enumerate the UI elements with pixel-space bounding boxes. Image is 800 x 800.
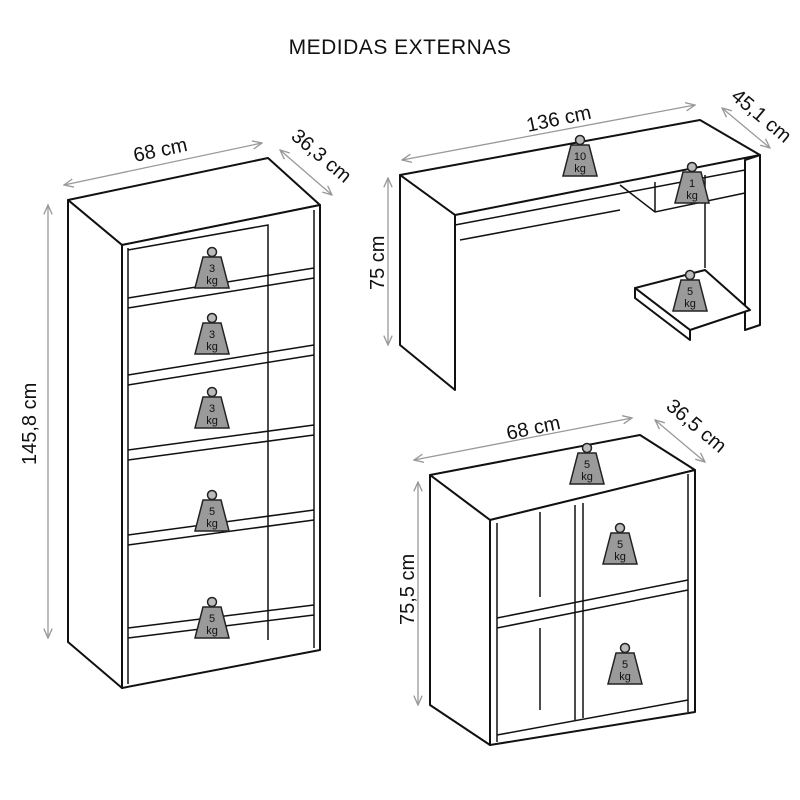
weight-unit: kg: [206, 275, 218, 287]
weight-icon: 5kg: [194, 489, 230, 532]
weight-icon: 5kg: [607, 642, 643, 685]
cube-shelf-width-label: 68 cm: [504, 412, 562, 445]
weight-value: 5: [622, 659, 628, 671]
bookcase-width-label: 68 cm: [131, 134, 189, 167]
weight-icon: 1kg: [674, 161, 710, 204]
weight-value: 5: [584, 459, 590, 471]
bookcase-height-label: 145,8 cm: [19, 383, 41, 465]
weight-unit: kg: [581, 471, 593, 483]
weight-value: 3: [209, 403, 215, 415]
bookcase-depth-label: 36,3 cm: [287, 125, 356, 188]
weight-icon: 5kg: [194, 596, 230, 639]
weight-value: 3: [209, 329, 215, 341]
cube-shelf-height-label: 75,5 cm: [397, 554, 419, 625]
weight-unit: kg: [206, 518, 218, 530]
desk-depth-label: 45,1 cm: [727, 85, 796, 148]
weight-value: 5: [209, 613, 215, 625]
weight-unit: kg: [206, 341, 218, 353]
bookcase-front: [121, 204, 321, 689]
cube-shelf-front: [489, 469, 696, 746]
page-title: MEDIDAS EXTERNAS: [288, 36, 512, 59]
weight-unit: kg: [684, 298, 696, 310]
weight-icon: 3kg: [194, 386, 230, 429]
weight-unit: kg: [619, 671, 631, 683]
desk: 136 cm 45,1 cm 75 cm: [367, 85, 796, 391]
weight-value: 3: [209, 263, 215, 275]
weight-value: 5: [209, 506, 215, 518]
weight-value: 5: [687, 286, 693, 298]
weight-unit: kg: [686, 190, 698, 202]
weight-unit: kg: [614, 551, 626, 563]
desk-height-label: 75 cm: [367, 236, 389, 290]
desk-left-leg: [399, 174, 456, 391]
weight-icon: 3kg: [194, 246, 230, 289]
cube-shelf-side-panel: [429, 474, 491, 746]
weight-unit: kg: [574, 163, 586, 175]
weight-icon: 3kg: [194, 312, 230, 355]
weight-value: 1: [689, 178, 695, 190]
desk-width-label: 136 cm: [524, 102, 593, 137]
cube-shelf-depth-label: 36,5 cm: [662, 395, 731, 458]
weight-value: 5: [617, 539, 623, 551]
weight-icon: 5kg: [569, 442, 605, 485]
weight-unit: kg: [206, 415, 218, 427]
weight-icon: 5kg: [672, 269, 708, 312]
desk-right-leg: [744, 154, 761, 331]
bookcase: 68 cm 36,3 cm 145,8 cm: [19, 125, 356, 689]
weight-unit: kg: [206, 625, 218, 637]
cube-shelf: 68 cm 36,5 cm 75,5 cm: [397, 395, 731, 746]
bookcase-side-panel: [67, 199, 123, 689]
weight-value: 10: [574, 151, 586, 163]
weight-icon: 5kg: [602, 522, 638, 565]
